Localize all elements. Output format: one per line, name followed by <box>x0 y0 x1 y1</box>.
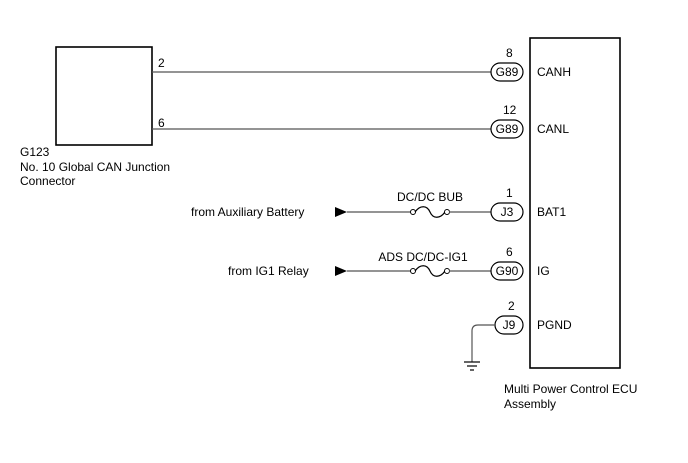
arrow-ig1-relay <box>335 266 347 276</box>
signal-pgnd: PGND <box>537 318 572 332</box>
ecu-box <box>529 37 621 369</box>
fuse-ads-terminal-right <box>444 268 450 274</box>
connector-label-canh: G89 <box>496 65 519 79</box>
junction-connector-box <box>55 46 153 146</box>
fuse-dcdc-bub-terminal-left <box>410 209 416 215</box>
junction-connector-name-line2: Connector <box>20 174 75 188</box>
connector-label-canl: G89 <box>496 122 519 136</box>
signal-canh: CANH <box>537 65 571 79</box>
ground-icon <box>464 361 480 371</box>
arrow-aux-battery <box>335 207 347 217</box>
connector-label-bat1: J3 <box>501 205 514 219</box>
junction-pin-canl: 6 <box>158 116 165 130</box>
signal-ig: IG <box>537 264 550 278</box>
pin-number-bat1: 1 <box>506 186 513 200</box>
signal-canl: CANL <box>537 122 569 136</box>
fuse-ads-terminal-left <box>410 268 416 274</box>
fuse-dcdc-bub-label: DC/DC BUB <box>397 190 463 204</box>
source-aux-battery: from Auxiliary Battery <box>191 205 304 219</box>
ecu-name-line2: Assembly <box>504 397 556 411</box>
connector-label-pgnd: J9 <box>503 318 516 332</box>
pgnd-wire <box>471 324 495 362</box>
pin-number-canh: 8 <box>506 46 513 60</box>
junction-connector-code: G123 <box>20 145 50 159</box>
pin-number-pgnd: 2 <box>508 299 515 313</box>
connector-j3 <box>490 202 524 222</box>
connector-g89-canl <box>490 119 524 139</box>
junction-connector-name-line1: No. 10 Global CAN Junction <box>20 160 170 174</box>
source-ig1-relay: from IG1 Relay <box>228 264 309 278</box>
pin-number-canl: 12 <box>503 103 517 117</box>
connector-g89-canh <box>490 62 524 82</box>
fuse-dcdc-bub-icon <box>414 206 446 218</box>
connector-g90 <box>490 261 524 281</box>
junction-pin-canh: 2 <box>158 56 165 70</box>
ecu-name-line1: Multi Power Control ECU <box>504 382 637 396</box>
fuse-dcdc-bub-terminal-right <box>444 209 450 215</box>
connector-label-ig: G90 <box>496 264 519 278</box>
pin-number-ig: 6 <box>506 245 513 259</box>
signal-bat1: BAT1 <box>537 205 566 219</box>
fuse-ads-dcdc-ig1-icon <box>414 265 446 277</box>
fuse-ads-dcdc-ig1-label: ADS DC/DC-IG1 <box>378 250 468 264</box>
